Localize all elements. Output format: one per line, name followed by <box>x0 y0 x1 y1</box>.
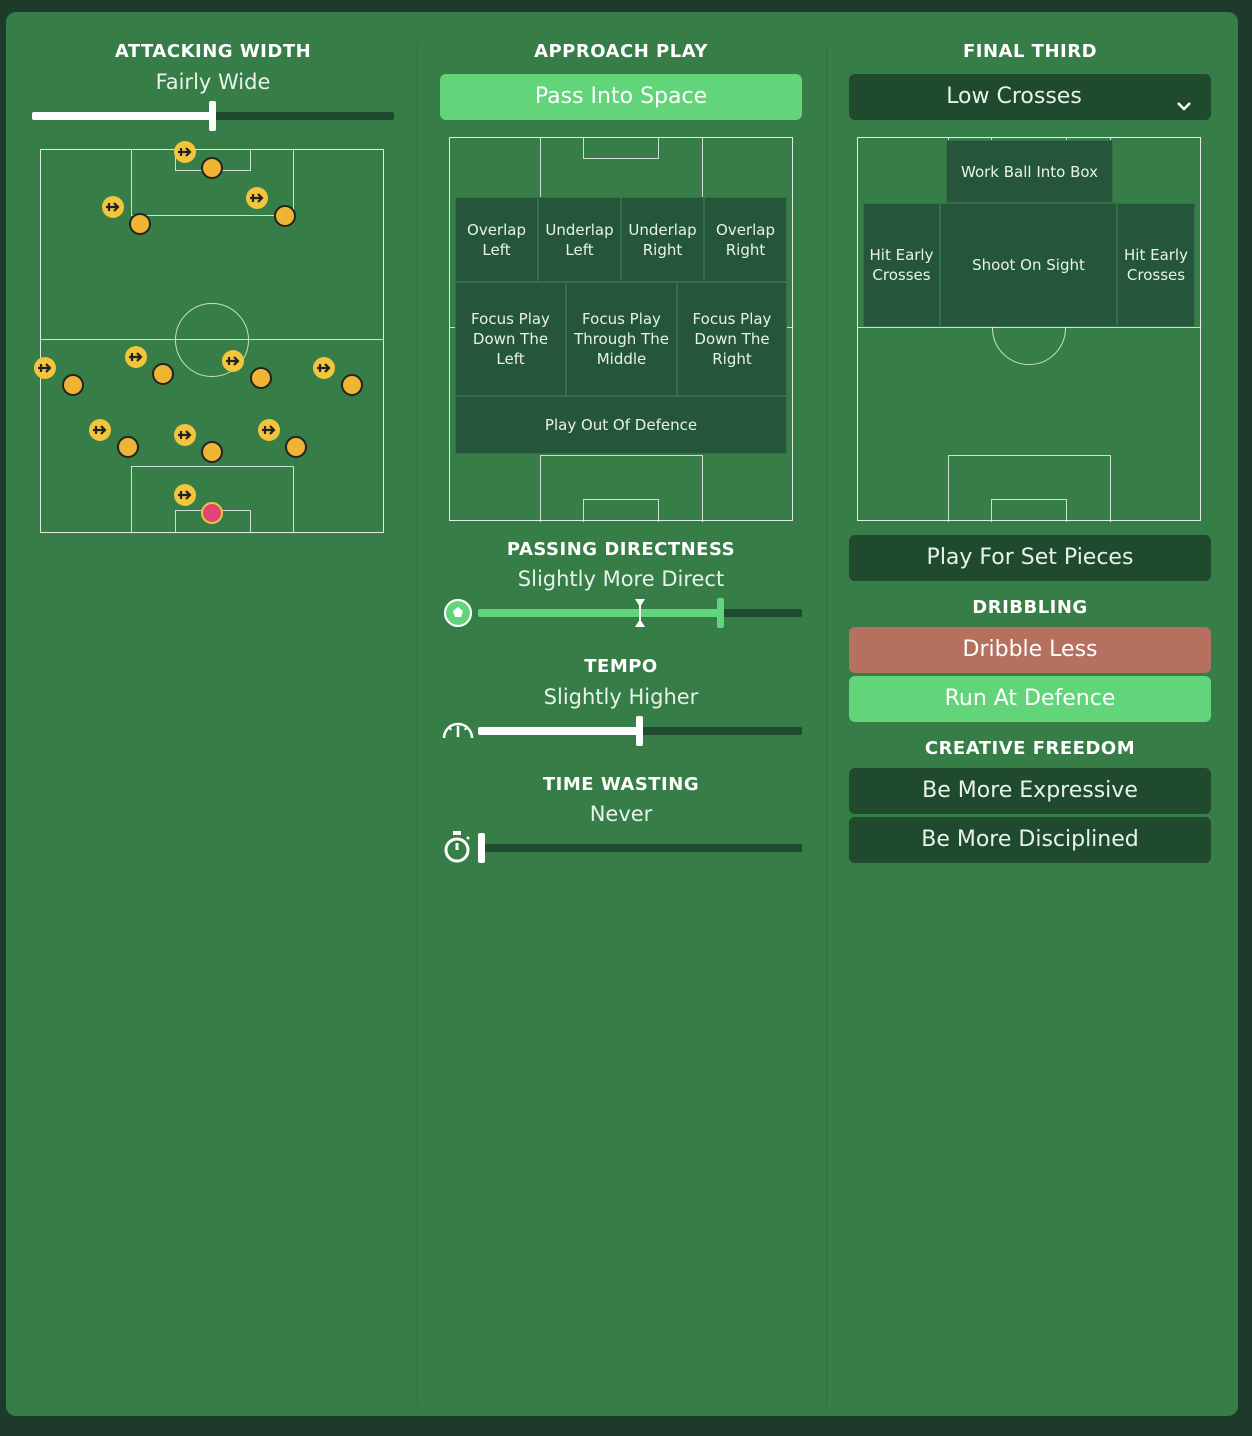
run-arrow-icon <box>89 419 111 441</box>
tempo-handle[interactable] <box>636 716 643 746</box>
run-arrow-icon <box>313 357 335 379</box>
zone-overlap-left[interactable]: Overlap Left <box>455 197 538 282</box>
zone-hit-early-crosses-right[interactable]: Hit Early Crosses <box>1117 203 1195 327</box>
tempo-fill <box>478 727 640 735</box>
player-marker[interactable] <box>201 157 223 179</box>
player-marker[interactable] <box>152 363 174 385</box>
run-at-defence-button[interactable]: Run At Defence <box>849 676 1211 722</box>
run-arrow-icon <box>34 357 56 379</box>
player-marker[interactable] <box>117 436 139 458</box>
final-third-dropdown[interactable]: Low Crosses <box>849 74 1211 120</box>
time-wasting-title: TIME WASTING <box>542 774 700 795</box>
player-marker[interactable] <box>62 374 84 396</box>
penalty-area-bottom <box>131 466 294 533</box>
zone-work-ball-into-box[interactable]: Work Ball Into Box <box>946 140 1113 203</box>
player-marker[interactable] <box>201 441 223 463</box>
penalty-area-bottom <box>948 455 1111 522</box>
zone-underlap-left[interactable]: Underlap Left <box>538 197 621 282</box>
run-arrow-icon <box>174 424 196 446</box>
zone-shoot-on-sight[interactable]: Shoot On Sight <box>940 203 1117 327</box>
column-divider <box>826 44 827 1406</box>
run-arrow-icon <box>222 350 244 372</box>
attacking-width-handle[interactable] <box>209 101 216 131</box>
passing-directness-value: Slightly More Direct <box>517 567 725 591</box>
zone-overlap-right[interactable]: Overlap Right <box>704 197 787 282</box>
speedometer-icon <box>441 715 475 745</box>
zone-play-out-of-defence[interactable]: Play Out Of Defence <box>455 396 787 454</box>
football-icon <box>442 597 474 633</box>
be-more-disciplined-button[interactable]: Be More Disciplined <box>849 817 1211 863</box>
penalty-area-bottom <box>540 455 703 522</box>
be-more-expressive-button[interactable]: Be More Expressive <box>849 768 1211 814</box>
formation-pitch <box>40 149 384 533</box>
column-divider <box>417 44 418 1406</box>
creative-freedom-title: CREATIVE FREEDOM <box>924 738 1136 759</box>
final-third-title: FINAL THIRD <box>962 41 1098 62</box>
pass-into-space-button[interactable]: Pass Into Space <box>440 74 802 120</box>
penalty-area-top <box>131 149 294 216</box>
run-arrow-icon <box>258 419 280 441</box>
player-marker[interactable] <box>285 436 307 458</box>
attacking-width-title: ATTACKING WIDTH <box>114 41 312 62</box>
zone-underlap-right[interactable]: Underlap Right <box>621 197 704 282</box>
time-wasting-slider[interactable] <box>478 844 802 852</box>
player-marker[interactable] <box>274 205 296 227</box>
run-arrow-icon <box>102 196 124 218</box>
goal-area-top <box>583 137 659 159</box>
dribble-less-button[interactable]: Dribble Less <box>849 627 1211 673</box>
zone-focus-middle[interactable]: Focus Play Through The Middle <box>566 282 677 396</box>
dribbling-title: DRIBBLING <box>972 597 1088 618</box>
run-arrow-icon <box>174 484 196 506</box>
run-arrow-icon <box>246 187 268 209</box>
approach-play-title: APPROACH PLAY <box>534 41 708 62</box>
passing-directness-title: PASSING DIRECTNESS <box>506 539 736 560</box>
run-arrow-icon <box>125 346 147 368</box>
zone-focus-left[interactable]: Focus Play Down The Left <box>455 282 566 396</box>
zone-focus-right[interactable]: Focus Play Down The Right <box>677 282 787 396</box>
stopwatch-icon <box>442 830 472 868</box>
player-marker[interactable] <box>341 374 363 396</box>
passing-directness-fill <box>478 609 721 617</box>
play-for-set-pieces-button[interactable]: Play For Set Pieces <box>849 535 1211 581</box>
tempo-title: TEMPO <box>584 656 658 677</box>
attacking-width-value: Fairly Wide <box>155 70 271 94</box>
goal-area-bottom <box>583 499 659 522</box>
attacking-width-fill <box>32 112 213 120</box>
chevron-down-icon <box>1175 86 1193 132</box>
player-marker[interactable] <box>250 367 272 389</box>
default-marker-icon <box>634 598 646 632</box>
player-marker[interactable] <box>129 213 151 235</box>
goal-area-bottom <box>991 499 1067 522</box>
goalkeeper-marker[interactable] <box>201 502 223 524</box>
centre-circle <box>175 303 249 377</box>
final-third-dropdown-value: Low Crosses <box>946 84 1082 109</box>
passing-directness-handle[interactable] <box>717 598 724 628</box>
time-wasting-handle[interactable] <box>478 833 485 863</box>
run-arrow-icon <box>174 141 196 163</box>
zone-hit-early-crosses-left[interactable]: Hit Early Crosses <box>863 203 940 327</box>
time-wasting-value: Never <box>589 802 653 826</box>
tempo-value: Slightly Higher <box>543 685 699 709</box>
